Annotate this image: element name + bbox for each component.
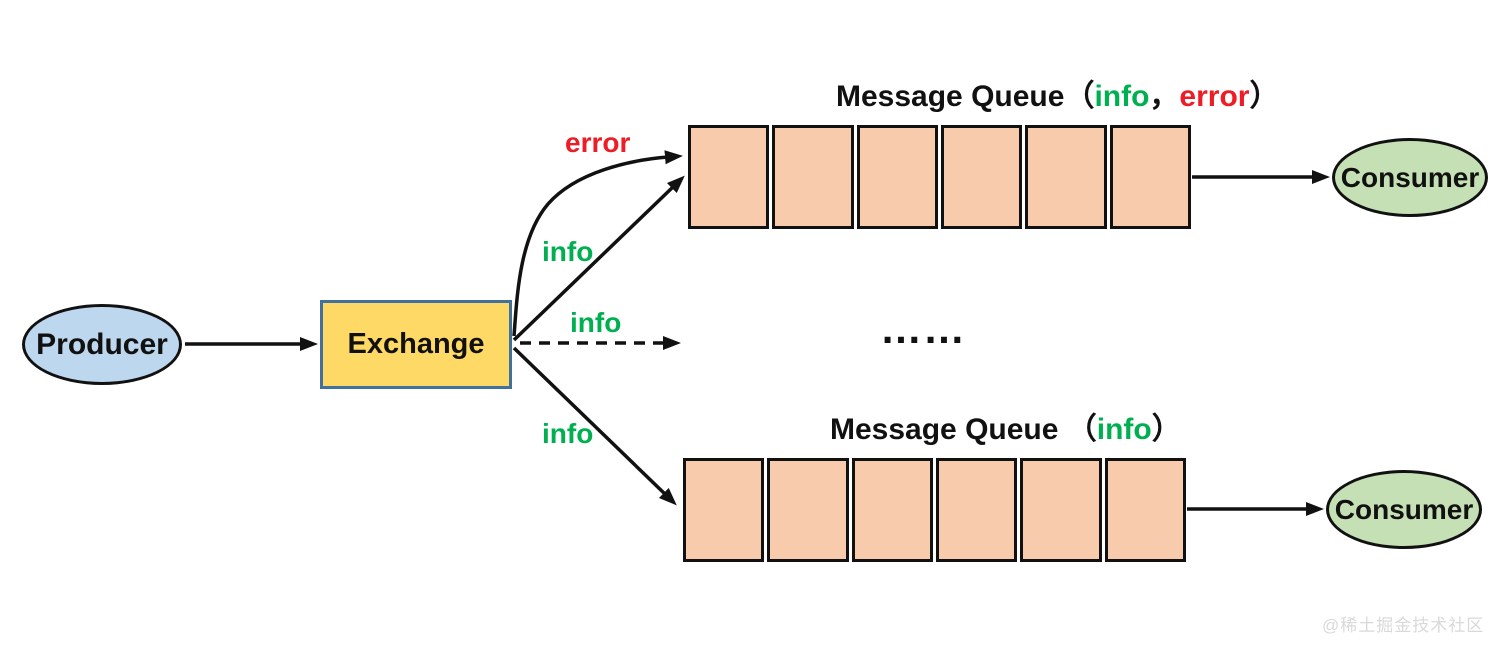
- queue-bottom-title-text: Message Queue: [830, 413, 1067, 446]
- queue-cell: [1025, 125, 1107, 229]
- routing-key-info-bottom-label: info: [542, 418, 594, 449]
- queue-top-title-text: Message Queue: [836, 80, 1065, 113]
- arrow-exchange-to-queue-top-error: [512, 150, 683, 337]
- arrow-exchange-to-queue-top-info: [512, 175, 685, 342]
- routing-key-info-middle-label: info: [570, 307, 622, 338]
- queue-bottom-title-open-paren: （: [1066, 413, 1097, 446]
- queue-top-title-key-info: info: [1094, 80, 1150, 113]
- queue-cell: [935, 458, 1018, 562]
- consumer-bottom-label: Consumer: [1334, 493, 1474, 525]
- consumer-top-node: Consumer: [1332, 138, 1488, 217]
- queue-cell: [1104, 458, 1186, 562]
- queue-top-title-close-paren: ）: [1249, 80, 1280, 113]
- consumer-top-label: Consumer: [1340, 161, 1480, 193]
- queue-bottom-title-key-info: info: [1096, 413, 1152, 446]
- message-queue-bottom: [683, 458, 1186, 562]
- queue-cell: [940, 125, 1023, 229]
- queue-cell: [688, 125, 770, 229]
- queue-cell: [767, 458, 849, 562]
- exchange-node: Exchange: [320, 300, 512, 389]
- queue-cell: [1020, 458, 1102, 562]
- queue-top-title: Message Queue（info，error）: [836, 71, 1279, 115]
- queue-bottom-title: Message Queue （info）: [830, 404, 1182, 448]
- queue-bottom-title-close-paren: ）: [1151, 413, 1182, 446]
- consumer-bottom-node: Consumer: [1326, 470, 1482, 549]
- queue-cell: [851, 458, 933, 562]
- queue-top-title-key-error: error: [1179, 80, 1250, 113]
- message-queue-top: [688, 125, 1191, 229]
- exchange-label: Exchange: [347, 328, 485, 360]
- queue-cell: [856, 125, 938, 229]
- producer-node: Producer: [22, 304, 182, 385]
- queue-top-title-open-paren: （: [1064, 80, 1095, 113]
- watermark: @稀土掘金技术社区: [1322, 616, 1485, 635]
- queue-cell: [1109, 125, 1191, 229]
- continuation-dots: ……: [880, 305, 966, 352]
- queue-cell: [772, 125, 854, 229]
- routing-key-info-top-label: info: [542, 236, 594, 267]
- queue-top-title-comma: ，: [1149, 80, 1180, 113]
- queue-cell: [683, 458, 765, 562]
- producer-label: Producer: [36, 327, 168, 361]
- arrow-exchange-to-queue-bottom-info: [512, 346, 677, 506]
- routing-key-error-label: error: [565, 127, 631, 158]
